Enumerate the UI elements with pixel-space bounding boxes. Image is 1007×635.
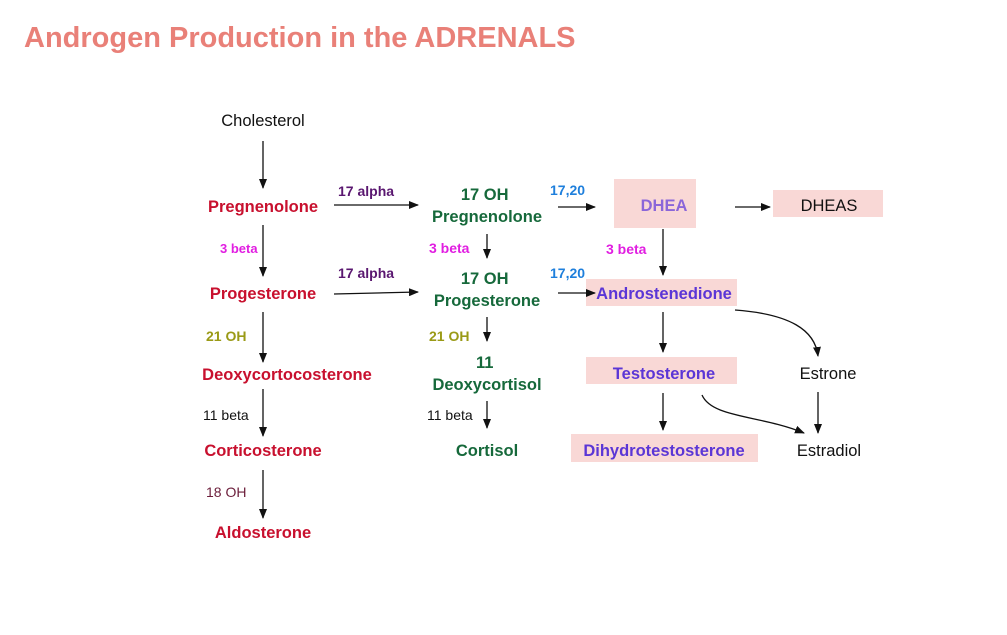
- arrow-testosterone-estradiol: [701, 394, 805, 434]
- node-pregnenolone: Pregnenolone: [208, 198, 318, 216]
- enzyme-11beta-center: 11 beta: [427, 407, 473, 423]
- page-title: Androgen Production in the ADRENALS: [24, 22, 576, 54]
- node-estradiol: Estradiol: [797, 442, 861, 460]
- enzyme-labels: 17 alpha 17 alpha 17,20 17,20 3 beta 3 b…: [203, 182, 647, 500]
- dhea-highlight: [614, 179, 696, 228]
- enzyme-21oh-left: 21 OH: [206, 328, 246, 344]
- enzyme-17alpha-top: 17 alpha: [338, 183, 394, 199]
- mineralocorticoid-column: Cholesterol Pregnenolone Progesterone De…: [202, 112, 372, 542]
- node-cholesterol: Cholesterol: [221, 112, 304, 130]
- node-progesterone: Progesterone: [210, 285, 316, 303]
- node-estrone: Estrone: [800, 365, 857, 383]
- dihydrotestosterone-highlight: [571, 434, 758, 462]
- enzyme-1720-mid: 17,20: [550, 265, 585, 281]
- node-testosterone: Testosterone: [613, 365, 715, 383]
- node-11-deoxycortisol-line2: Deoxycortisol: [432, 376, 541, 394]
- enzyme-17alpha-mid: 17 alpha: [338, 265, 394, 281]
- dheas-highlight: [773, 190, 883, 217]
- enzyme-21oh-center: 21 OH: [429, 328, 469, 344]
- testosterone-highlight: [586, 357, 737, 384]
- pathway-arrows: [259, 141, 822, 519]
- node-androstenedione: Androstenedione: [596, 285, 732, 303]
- node-deoxycorticosterone: Deoxycortocosterone: [202, 366, 372, 384]
- arrow-androstenedione-estrone: [734, 309, 821, 357]
- node-corticosterone: Corticosterone: [204, 442, 321, 460]
- androstenedione-highlight: [586, 279, 737, 306]
- enzyme-18oh: 18 OH: [206, 484, 246, 500]
- arrow-progesterone-17oh-progesterone: [333, 288, 419, 297]
- node-11-deoxycortisol-line1: 11: [476, 354, 493, 372]
- glucocorticoid-column: 17 OH Pregnenolone 17 OH Progesterone 11…: [432, 186, 542, 460]
- node-dihydrotestosterone: Dihydrotestosterone: [583, 442, 744, 460]
- enzyme-11beta-left: 11 beta: [203, 407, 249, 423]
- node-17oh-progesterone-line1: 17 OH: [461, 270, 509, 288]
- node-17oh-progesterone-line2: Progesterone: [434, 292, 540, 310]
- node-aldosterone: Aldosterone: [215, 524, 311, 542]
- highlight-boxes: [571, 179, 883, 462]
- node-dhea: DHEA: [641, 197, 688, 215]
- node-17oh-pregnenolone: 17 OH Pregnenolone: [432, 186, 542, 226]
- androgen-column: DHEA DHEAS Androstenedione Testosterone …: [583, 197, 861, 460]
- node-11-deoxycortisol: 11 Deoxycortisol: [432, 354, 541, 394]
- node-cortisol: Cortisol: [456, 442, 518, 460]
- enzyme-3beta-center: 3 beta: [429, 240, 470, 256]
- node-17oh-pregnenolone-line1: 17 OH: [461, 186, 509, 204]
- node-17oh-pregnenolone-line2: Pregnenolone: [432, 208, 542, 226]
- node-17oh-progesterone: 17 OH Progesterone: [434, 270, 540, 310]
- node-dheas: DHEAS: [801, 197, 858, 215]
- enzyme-1720-top: 17,20: [550, 182, 585, 198]
- enzyme-3beta-left: 3 beta: [220, 241, 258, 256]
- enzyme-3beta-right: 3 beta: [606, 241, 647, 257]
